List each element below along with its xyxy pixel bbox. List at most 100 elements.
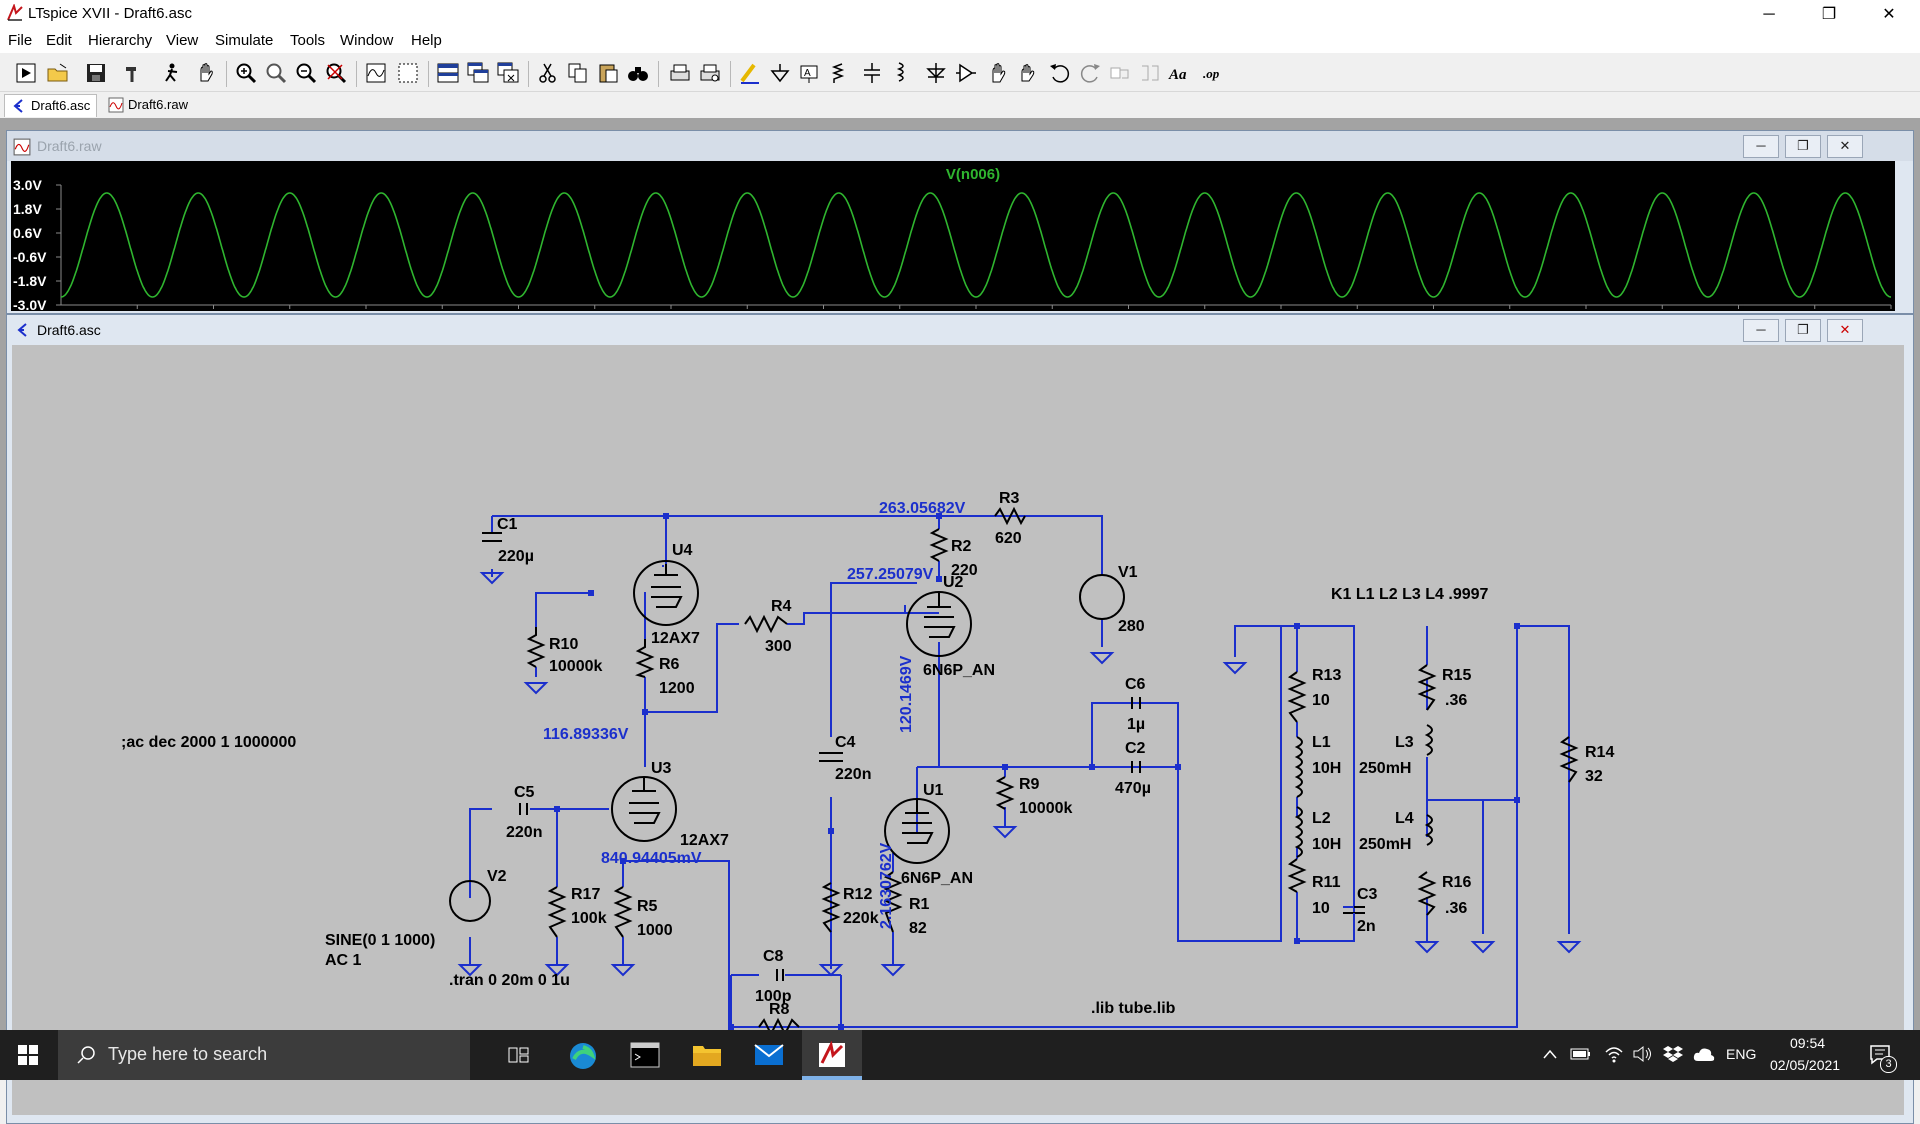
V1-value[interactable]: 280 <box>1118 618 1145 635</box>
save-icon[interactable] <box>84 61 108 85</box>
R14-symbol[interactable] <box>1559 736 1579 783</box>
R11-value[interactable]: 10 <box>1312 900 1330 917</box>
V2-label[interactable]: V2 <box>487 868 507 885</box>
run-icon[interactable] <box>160 61 184 85</box>
zoom-fit-icon[interactable] <box>324 61 348 85</box>
C8-label[interactable]: C8 <box>763 948 784 965</box>
search-box[interactable]: Type here to search <box>58 1030 470 1080</box>
schematic-canvas[interactable]: C1 220µ U4 12AX7 R10 10000k R6 1200 R3 6… <box>12 345 1904 1115</box>
R6-symbol[interactable] <box>635 639 655 678</box>
file-explorer-icon[interactable] <box>692 1042 722 1068</box>
C3-label[interactable]: C3 <box>1357 886 1378 903</box>
R9-value[interactable]: 10000k <box>1019 800 1072 817</box>
U2-value[interactable]: 6N6P_AN <box>923 662 995 679</box>
mark-icon[interactable] <box>396 61 420 85</box>
L4-value[interactable]: 250mH <box>1359 836 1411 853</box>
R12-value[interactable]: 220k <box>843 910 879 927</box>
find-icon[interactable] <box>626 61 650 85</box>
L1-label[interactable]: L1 <box>1312 734 1331 751</box>
R12-label[interactable]: R12 <box>843 886 872 903</box>
terminal-icon[interactable] <box>630 1042 660 1068</box>
L4-symbol[interactable] <box>1424 814 1433 846</box>
node-voltage-u1-cathode[interactable]: 2.1630762V <box>878 842 895 929</box>
R14-label[interactable]: R14 <box>1585 744 1614 761</box>
C8-symbol[interactable] <box>776 969 784 981</box>
menu-file[interactable]: File <box>8 32 33 49</box>
clock-date[interactable]: 02/05/2021 <box>1770 1057 1841 1073</box>
draw-wire-icon[interactable] <box>738 61 762 85</box>
R8-label[interactable]: R8 <box>769 1001 790 1018</box>
L2-label[interactable]: L2 <box>1312 810 1331 827</box>
U4-label[interactable]: U4 <box>672 542 693 559</box>
volume-icon[interactable] <box>1632 1044 1654 1064</box>
C5-symbol[interactable] <box>519 803 528 815</box>
print-preview-icon[interactable] <box>698 61 722 85</box>
schematic-window-titlebar[interactable]: Draft6.asc ─ ❐ ✕ <box>7 315 1913 345</box>
tab-draft6-raw[interactable]: Draft6.raw <box>102 94 194 116</box>
lib-directive[interactable]: .lib tube.lib <box>1091 1000 1176 1017</box>
C1-label[interactable]: C1 <box>497 516 518 533</box>
R1-label[interactable]: R1 <box>909 896 930 913</box>
capacitor-icon[interactable] <box>860 61 884 85</box>
L4-label[interactable]: L4 <box>1395 810 1414 827</box>
menu-view[interactable]: View <box>166 32 199 49</box>
trace-v-n006[interactable] <box>61 192 1891 298</box>
waveform-maximize-button[interactable]: ❐ <box>1785 135 1821 158</box>
close-button[interactable]: ✕ <box>1882 6 1896 23</box>
R16-label[interactable]: R16 <box>1442 874 1471 891</box>
ground-icon[interactable] <box>768 61 792 85</box>
C5-label[interactable]: C5 <box>514 784 535 801</box>
R16-value[interactable]: .36 <box>1445 900 1467 917</box>
node-voltage-u2-cathode[interactable]: 120.1469V <box>898 655 915 733</box>
R2-symbol[interactable] <box>929 528 949 562</box>
language-indicator[interactable]: ENG <box>1726 1046 1757 1062</box>
node-voltage-u2-plate[interactable]: 257.25079V <box>847 566 934 583</box>
paste-icon[interactable] <box>596 61 620 85</box>
schematic-close-button[interactable]: ✕ <box>1827 319 1863 342</box>
U2-tube[interactable] <box>906 591 972 657</box>
R14-value[interactable]: 32 <box>1585 768 1603 785</box>
menu-hierarchy[interactable]: Hierarchy <box>88 32 153 49</box>
pan-icon[interactable] <box>264 61 288 85</box>
ac-directive[interactable]: ;ac dec 2000 1 1000000 <box>121 734 296 751</box>
menu-help[interactable]: Help <box>411 32 442 49</box>
R5-label[interactable]: R5 <box>637 898 658 915</box>
label-net-icon[interactable]: A <box>798 61 822 85</box>
waveform-plot[interactable]: V(n006) 3.0V1.8V0.6V-0.6V-1.8V-3.0V <box>11 161 1895 311</box>
hammer-icon[interactable] <box>122 61 146 85</box>
text-icon[interactable]: Aa <box>1168 61 1192 85</box>
U4-value[interactable]: 12AX7 <box>651 630 700 647</box>
tab-draft6-asc[interactable]: Draft6.asc <box>4 94 98 117</box>
R15-label[interactable]: R15 <box>1442 667 1471 684</box>
U3-label[interactable]: U3 <box>651 760 672 777</box>
R15-symbol[interactable] <box>1417 664 1437 711</box>
R2-label[interactable]: R2 <box>951 538 972 555</box>
chevron-up-icon[interactable] <box>1542 1047 1558 1061</box>
maximize-button[interactable]: ❐ <box>1821 6 1837 23</box>
R8-symbol[interactable] <box>758 1017 800 1037</box>
edge-browser-icon[interactable] <box>568 1041 598 1071</box>
R4-value[interactable]: 300 <box>765 638 792 655</box>
waveform-minimize-button[interactable]: ─ <box>1743 135 1779 158</box>
spice-directive-icon[interactable]: .op <box>1202 61 1226 85</box>
rotate-icon[interactable] <box>1108 61 1132 85</box>
C6-label[interactable]: C6 <box>1125 676 1146 693</box>
task-view-icon[interactable] <box>508 1045 530 1065</box>
node-voltage-u3-plate[interactable]: 116.89336V <box>543 726 629 743</box>
C6-symbol[interactable] <box>1131 697 1141 709</box>
node-voltage-bplus[interactable]: 263.05682V <box>879 500 966 517</box>
diode-icon[interactable] <box>924 61 948 85</box>
battery-icon[interactable] <box>1570 1046 1592 1062</box>
R9-symbol[interactable] <box>995 776 1015 810</box>
L3-symbol[interactable] <box>1424 724 1433 756</box>
V2-value[interactable]: SINE(0 1 1000) <box>325 932 435 949</box>
L2-value[interactable]: 10H <box>1312 836 1341 853</box>
V1-symbol[interactable] <box>1079 574 1125 620</box>
U2-label[interactable]: U2 <box>943 574 964 591</box>
R13-label[interactable]: R13 <box>1312 667 1341 684</box>
C2-symbol[interactable] <box>1131 761 1141 773</box>
C3-value[interactable]: 2n <box>1357 918 1376 935</box>
V2-ac[interactable]: AC 1 <box>325 952 362 969</box>
redo-icon[interactable] <box>1078 61 1102 85</box>
R13-symbol[interactable] <box>1287 671 1307 723</box>
